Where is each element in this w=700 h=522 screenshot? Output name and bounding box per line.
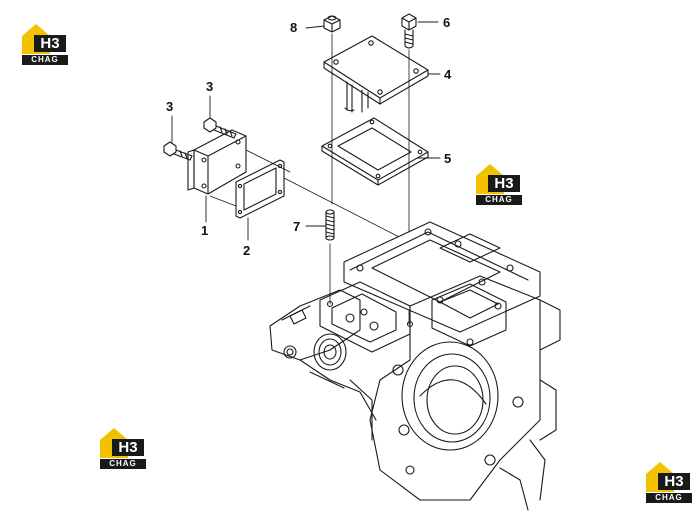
callout-4: 4	[444, 67, 452, 82]
callout-8: 8	[290, 20, 298, 35]
bolt-3b	[163, 141, 193, 161]
brand-logo-top-left: H3 CHAG	[22, 22, 72, 68]
callout-6: 6	[443, 15, 451, 30]
brand-logo-bottom-left: H3 CHAG	[100, 426, 150, 472]
logo-sub: CHAG	[100, 459, 146, 469]
callout-3b: 3	[166, 99, 174, 114]
logo-sub: CHAG	[22, 55, 68, 65]
bolt-6	[401, 13, 417, 49]
side-cover-plate	[187, 129, 247, 195]
brand-logo-mid-right: H3 CHAG	[476, 162, 526, 208]
callout-7: 7	[293, 219, 301, 234]
logo-mark: H3	[488, 175, 520, 192]
side-gasket	[235, 159, 285, 219]
logo-sub: CHAG	[476, 195, 522, 205]
bolt-3a	[203, 117, 237, 139]
callout-3a: 3	[206, 79, 214, 94]
engine-housing	[269, 221, 561, 511]
logo-mark: H3	[658, 473, 690, 490]
nut-8	[323, 15, 341, 33]
brand-logo-bottom-right: H3 CHAG	[646, 460, 696, 506]
callout-5: 5	[444, 151, 452, 166]
top-cover-plate	[323, 35, 429, 113]
callout-1: 1	[201, 223, 209, 238]
callout-2: 2	[243, 243, 251, 258]
stud-7	[325, 209, 335, 241]
top-gasket	[321, 117, 429, 186]
logo-mark: H3	[112, 439, 144, 456]
logo-sub: CHAG	[646, 493, 692, 503]
leader-lines	[171, 21, 441, 241]
logo-mark: H3	[34, 35, 66, 52]
